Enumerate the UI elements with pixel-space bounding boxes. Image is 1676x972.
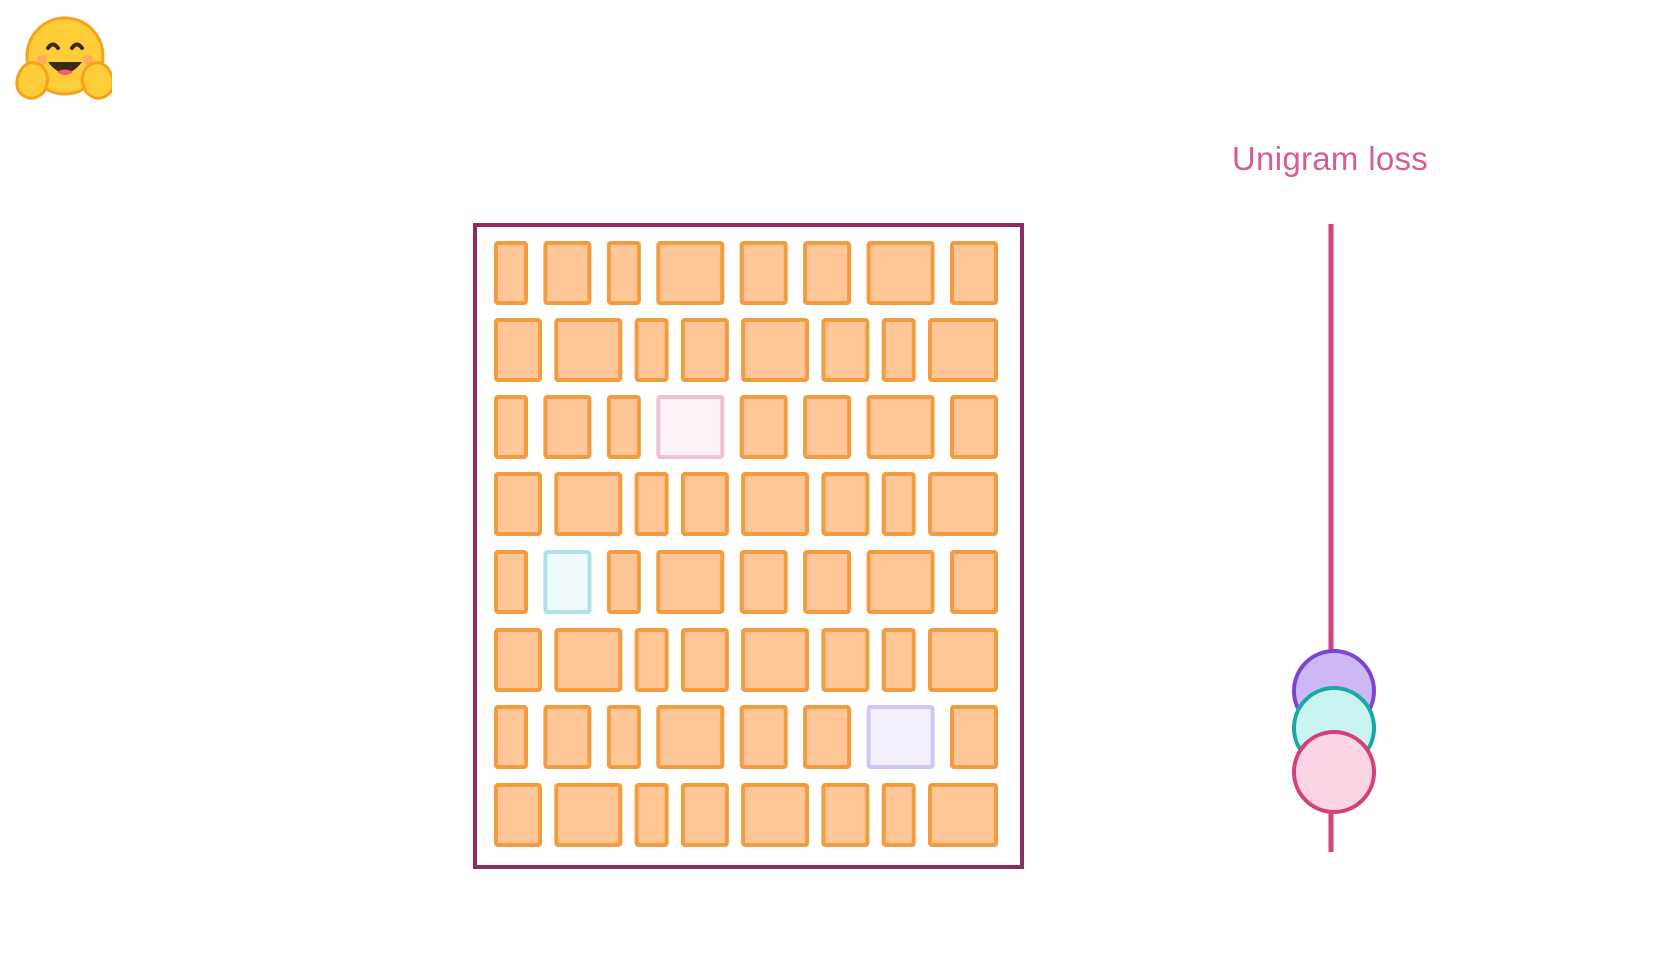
token-cell [881,318,916,382]
token-cell [656,241,725,305]
token-cell [881,628,916,692]
token-cell [741,628,810,692]
token-cell [803,241,852,305]
token-cell [494,318,542,382]
token-cell [741,318,810,382]
removed-token [656,395,725,459]
pink-circle [1292,730,1376,814]
removed-token [543,550,592,614]
token-cell [739,705,788,769]
token-cell [634,318,669,382]
token-cell [881,783,916,847]
token-cell [950,241,998,305]
token-cell [741,472,810,536]
token-cell [866,395,935,459]
token-cell [656,705,725,769]
token-cell [881,472,916,536]
token-cell [821,318,870,382]
token-cell [543,705,592,769]
token-cell [950,705,998,769]
token-cell [494,550,528,614]
token-cell [739,395,788,459]
token-cell [680,628,729,692]
token-cell [928,472,998,536]
token-cell [928,628,998,692]
token-cell [494,395,528,459]
token-cell [634,783,669,847]
token-cell [656,550,725,614]
vocabulary-frame [473,223,1024,869]
token-cell [634,628,669,692]
token-cell [554,628,623,692]
token-cell [680,472,729,536]
token-cell [494,783,542,847]
token-cell [950,395,998,459]
token-cell [554,318,623,382]
token-cell [821,783,870,847]
token-cell [494,472,542,536]
token-cell [928,783,998,847]
loss-meter-title: Unigram loss [1231,140,1429,177]
token-cell [821,628,870,692]
token-cell [543,395,592,459]
token-cell [866,550,935,614]
token-cell [606,550,641,614]
token-cell [741,783,810,847]
token-cell [803,550,852,614]
token-cell [634,472,669,536]
token-cell [494,705,528,769]
hugging-face-emoji-icon [15,16,112,100]
token-cell [554,783,623,847]
token-cell [543,241,592,305]
token-cell [739,241,788,305]
removed-token [866,705,935,769]
token-cell [606,395,641,459]
token-cell [680,783,729,847]
token-cell [928,318,998,382]
token-cell [866,241,935,305]
token-cell [606,241,641,305]
token-cell [680,318,729,382]
token-cell [803,395,852,459]
token-cell [950,550,998,614]
token-cell [494,241,528,305]
token-cell [554,472,623,536]
token-cell [803,705,852,769]
token-cell [494,628,542,692]
token-cell [739,550,788,614]
token-cell [821,472,870,536]
token-cell [606,705,641,769]
